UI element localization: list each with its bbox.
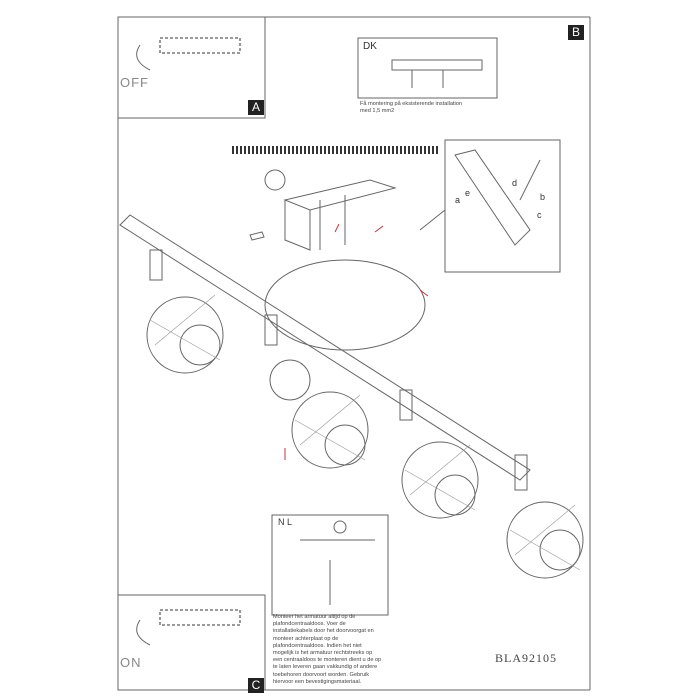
callout-e: e	[465, 188, 471, 198]
product-code: BLA92105	[495, 651, 557, 665]
mounting-bracket	[283, 179, 397, 211]
detail-inset	[444, 139, 561, 273]
panel-c-label: C	[248, 678, 264, 693]
spot-bar	[119, 214, 531, 481]
instructions-text: Monteer het armatuur altijd op de plafon…	[273, 614, 382, 685]
panel-c-frame	[117, 594, 266, 691]
dk-note: Få montering på eksisterende installatio…	[360, 101, 462, 115]
canopy	[264, 259, 426, 351]
dk-bracket	[391, 59, 483, 71]
nl-box	[271, 514, 389, 616]
dk-box	[357, 37, 498, 99]
dk-label: DK	[363, 41, 377, 52]
terminal-block	[454, 149, 531, 246]
nl-label: N L	[278, 517, 293, 527]
panel-a-label: A	[248, 100, 264, 115]
callout-d: d	[512, 178, 518, 188]
callout-c: c	[537, 210, 542, 220]
callout-b: b	[540, 192, 546, 202]
spot-heads	[146, 249, 584, 579]
panel-a-frame	[117, 16, 266, 119]
switch-on-label: ON	[120, 655, 142, 670]
callout-a: a	[455, 195, 461, 205]
panel-b-label: B	[568, 25, 584, 40]
switch-off-label: OFF	[120, 75, 149, 90]
